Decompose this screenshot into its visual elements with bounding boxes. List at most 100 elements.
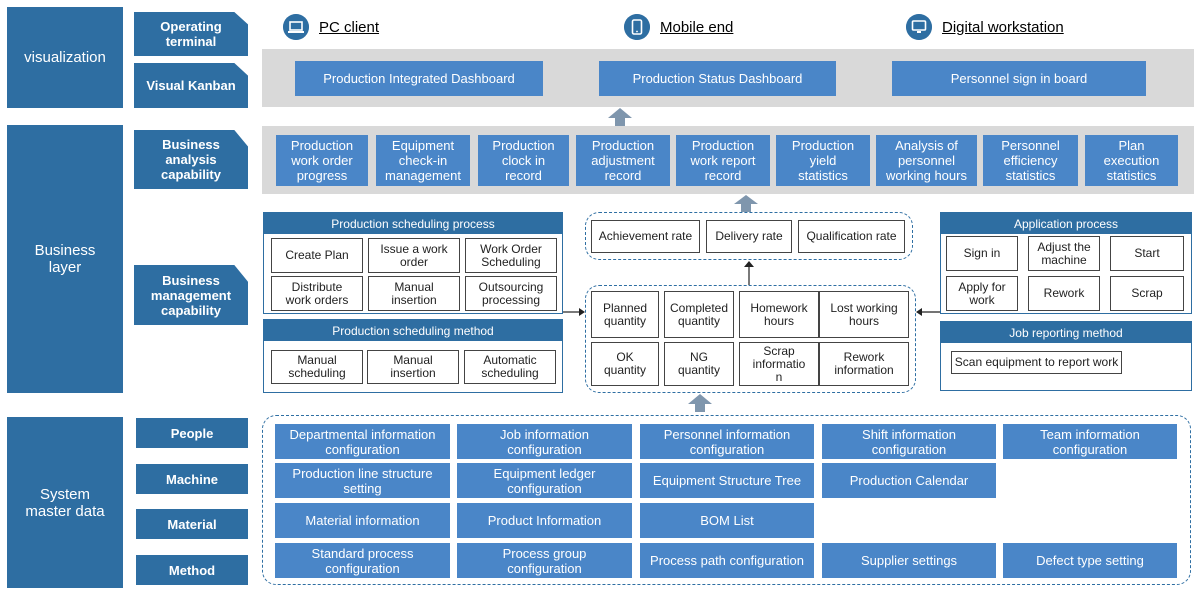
scheduling-process-item: Issue a work order bbox=[368, 238, 460, 273]
analysis-item: Plan execution statistics bbox=[1085, 135, 1178, 186]
quantity-item: Completed quantity bbox=[664, 291, 734, 338]
tab-operating-terminal: Operating terminal bbox=[134, 12, 248, 56]
analysis-item-label: Production work report record bbox=[690, 138, 756, 183]
terminal-workstation: Digital workstation bbox=[906, 14, 1064, 40]
scheduling-process-item-label: Manual insertion bbox=[391, 279, 437, 307]
application-process-item: Rework bbox=[1028, 276, 1100, 311]
rate-item-label: Qualification rate bbox=[806, 229, 897, 243]
terminal-mobile-label: Mobile end bbox=[660, 18, 734, 36]
scheduling-process-item: Work Order Scheduling bbox=[465, 238, 557, 273]
scheduling-process-item-label: Outsourcing processing bbox=[478, 279, 544, 307]
panel-scheduling-process-title: Production scheduling process bbox=[264, 213, 562, 234]
master-data-item-label: Material information bbox=[305, 513, 420, 528]
scheduling-process-item-label: Create Plan bbox=[285, 248, 349, 262]
master-data-item: Process group configuration bbox=[457, 543, 632, 578]
tab-method-label: Method bbox=[168, 562, 216, 578]
analysis-item-label: Production yield statistics bbox=[791, 138, 855, 183]
rate-item: Achievement rate bbox=[591, 220, 700, 253]
board-personnel-label: Personnel sign in board bbox=[950, 71, 1088, 86]
master-data-item: Equipment Structure Tree bbox=[640, 463, 814, 498]
scheduling-process-item-label: Issue a work order bbox=[380, 241, 448, 269]
laptop-icon bbox=[283, 14, 309, 40]
quantity-item: Lost working hours bbox=[819, 291, 909, 338]
master-data-item: Production line structure setting bbox=[275, 463, 450, 498]
layer-system-label: System master data bbox=[25, 485, 105, 520]
master-data-item-label: Team information configuration bbox=[1040, 426, 1140, 457]
application-process-item: Start bbox=[1110, 236, 1184, 271]
analysis-item-label: Equipment check-in management bbox=[385, 138, 461, 183]
rate-item: Qualification rate bbox=[798, 220, 905, 253]
tab-visual-kanban: Visual Kanban bbox=[134, 63, 248, 108]
master-data-item-label: Job information configuration bbox=[500, 426, 589, 457]
master-data-item-label: Supplier settings bbox=[860, 553, 958, 568]
quantity-item-label: Planned quantity bbox=[602, 300, 648, 328]
layer-business-label: Business layer bbox=[34, 242, 96, 276]
terminal-pc: PC client bbox=[283, 14, 379, 40]
analysis-item-label: Production clock in record bbox=[492, 138, 555, 183]
master-data-item: Job information configuration bbox=[457, 424, 632, 459]
master-data-item-label: Departmental information configuration bbox=[289, 426, 436, 457]
master-data-item: Production Calendar bbox=[822, 463, 996, 498]
panel-job-reporting-title: Job reporting method bbox=[941, 322, 1191, 343]
master-data-item-label: Defect type setting bbox=[1036, 553, 1144, 568]
tab-business-management: Business management capability bbox=[134, 265, 248, 325]
analysis-item: Production adjustment record bbox=[576, 135, 670, 186]
application-process-item-label: Adjust the machine bbox=[1037, 239, 1091, 267]
board-integrated-label: Production Integrated Dashboard bbox=[323, 71, 515, 86]
tab-material-label: Material bbox=[167, 516, 217, 532]
master-data-item: Material information bbox=[275, 503, 450, 538]
tab-material: Material bbox=[136, 509, 248, 539]
layer-system-master-data: System master data bbox=[7, 417, 123, 588]
master-data-item: Equipment ledger configuration bbox=[457, 463, 632, 498]
job-reporting-item-label: Scan equipment to report work bbox=[954, 355, 1119, 369]
tab-method: Method bbox=[136, 555, 248, 585]
arrow-right-icon bbox=[563, 308, 585, 316]
quantity-item-label: Completed quantity bbox=[669, 300, 729, 328]
quantity-item-label: Rework information bbox=[834, 350, 894, 377]
master-data-item-label: Production line structure setting bbox=[292, 465, 433, 496]
tab-business-analysis-label: Business analysis capability bbox=[161, 137, 221, 182]
job-reporting-item: Scan equipment to report work bbox=[951, 351, 1122, 374]
board-personnel: Personnel sign in board bbox=[892, 61, 1146, 96]
scheduling-process-item: Manual insertion bbox=[368, 276, 460, 311]
master-data-item-label: Standard process configuration bbox=[311, 545, 414, 576]
tab-business-management-label: Business management capability bbox=[150, 272, 232, 318]
quantity-item-label: Scrap informatio n bbox=[752, 343, 806, 384]
master-data-item-label: Production Calendar bbox=[849, 473, 969, 488]
quantity-item: NG quantity bbox=[664, 342, 734, 386]
scheduling-process-item-label: Work Order Scheduling bbox=[480, 241, 542, 269]
quantity-item-label: NG quantity bbox=[677, 350, 721, 377]
board-integrated: Production Integrated Dashboard bbox=[295, 61, 543, 96]
tab-business-analysis: Business analysis capability bbox=[134, 130, 248, 189]
master-data-group bbox=[262, 415, 1191, 585]
quantity-item: Planned quantity bbox=[591, 291, 659, 338]
layer-visualization: visualization bbox=[7, 7, 123, 108]
master-data-item: Departmental information configuration bbox=[275, 424, 450, 459]
rate-item: Delivery rate bbox=[706, 220, 792, 253]
application-process-item-label: Scrap bbox=[1131, 286, 1163, 300]
monitor-icon bbox=[906, 14, 932, 40]
application-process-item: Scrap bbox=[1110, 276, 1184, 311]
rates-group bbox=[585, 212, 913, 260]
board-status-label: Production Status Dashboard bbox=[632, 71, 803, 86]
application-process-item-label: Rework bbox=[1043, 286, 1085, 300]
analysis-item: Production yield statistics bbox=[776, 135, 870, 186]
terminal-workstation-label: Digital workstation bbox=[942, 18, 1064, 36]
scheduling-process-item-label: Distribute work orders bbox=[285, 279, 349, 307]
analysis-item: Personnel efficiency statistics bbox=[983, 135, 1078, 186]
arrow-left-icon bbox=[916, 308, 940, 316]
analysis-item: Production clock in record bbox=[478, 135, 569, 186]
panel-scheduling-method-title: Production scheduling method bbox=[264, 320, 562, 341]
master-data-item-label: Equipment Structure Tree bbox=[652, 473, 802, 488]
analysis-item-label: Analysis of personnel working hours bbox=[886, 138, 967, 183]
board-status: Production Status Dashboard bbox=[599, 61, 836, 96]
tab-machine-label: Machine bbox=[165, 471, 218, 487]
master-data-item: Team information configuration bbox=[1003, 424, 1177, 459]
application-process-item: Apply for work bbox=[946, 276, 1018, 311]
application-process-item: Adjust the machine bbox=[1028, 236, 1100, 271]
analysis-item: Production work report record bbox=[676, 135, 770, 186]
application-process-item-label: Start bbox=[1134, 246, 1160, 260]
analysis-item-label: Production work order progress bbox=[290, 138, 354, 183]
application-process-item: Sign in bbox=[946, 236, 1018, 271]
terminal-mobile: Mobile end bbox=[624, 14, 733, 40]
